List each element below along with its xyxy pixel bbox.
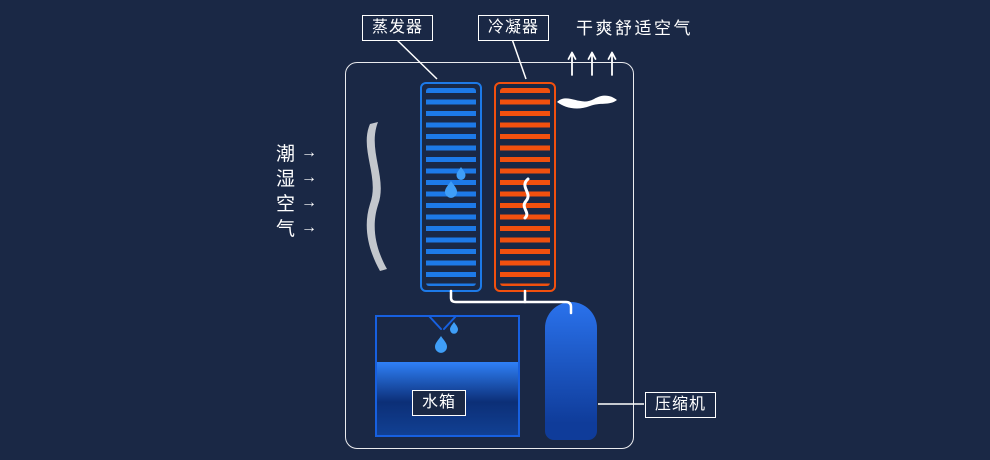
humid-air-row: 湿 → — [276, 165, 318, 191]
humid-air-char: 潮 — [276, 144, 296, 165]
humid-air-row: 潮 → — [276, 140, 318, 166]
humid-air-char: 湿 — [276, 169, 296, 190]
water-tank-label: 水箱 — [412, 390, 467, 416]
right-arrow-icon: → — [301, 143, 318, 161]
compressor-label: 压缩机 — [645, 392, 717, 418]
condenser-label: 冷凝器 — [478, 15, 550, 41]
right-arrow-icon: → — [301, 168, 318, 186]
dry-air-label: 干爽舒适空气 — [576, 19, 693, 38]
right-arrow-icon: → — [301, 193, 318, 211]
evaporator-coil-rows — [426, 88, 476, 286]
evaporator-label: 蒸发器 — [362, 15, 434, 41]
condenser-coil-rows — [500, 88, 550, 286]
evaporator-coil — [420, 82, 482, 292]
right-arrow-icon: → — [301, 218, 318, 236]
humid-air-char: 气 — [276, 219, 296, 240]
unit-body-outline — [345, 62, 634, 449]
humid-air-row: 气 → — [276, 215, 318, 241]
humid-air-row: 空 → — [276, 190, 318, 216]
condenser-coil — [494, 82, 556, 292]
humid-air-char: 空 — [276, 194, 296, 215]
humid-air-label: 潮 → 湿 → 空 → 气 → — [276, 140, 318, 241]
water-tank — [375, 315, 520, 437]
compressor-cylinder — [545, 302, 597, 440]
